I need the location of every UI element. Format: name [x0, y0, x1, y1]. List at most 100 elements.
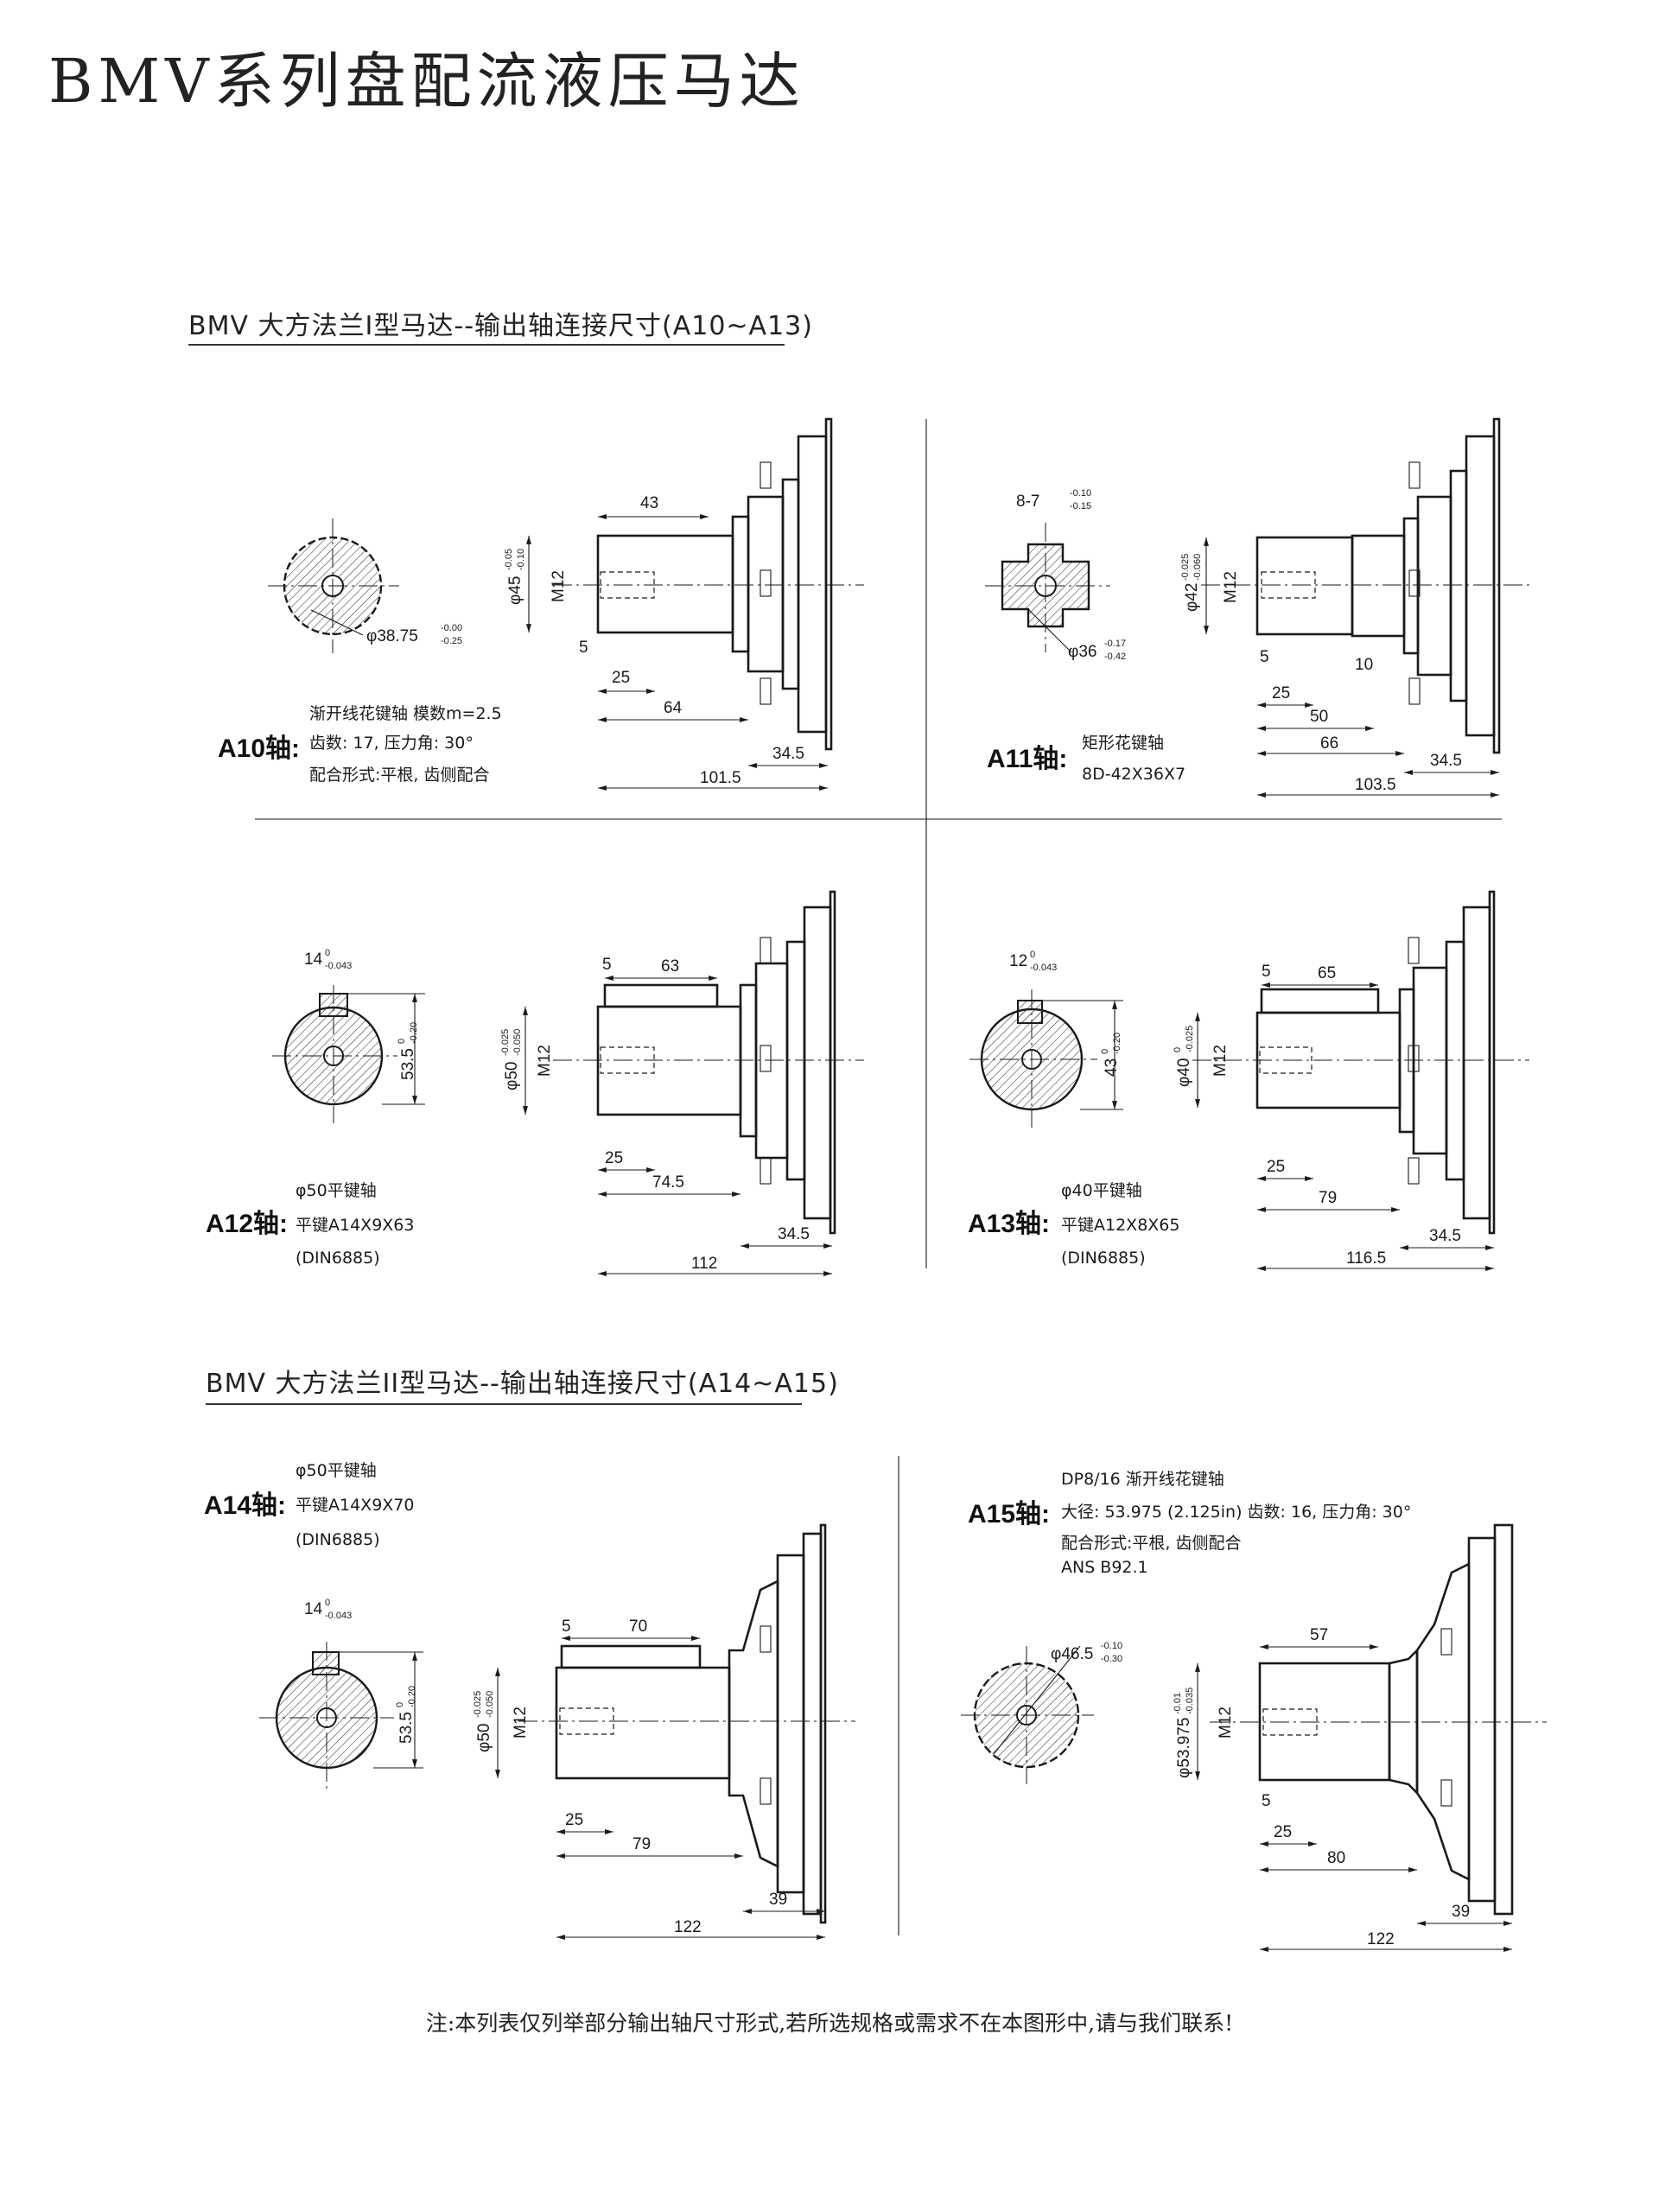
a14-dim-e: 122: [674, 1918, 702, 1936]
a15-thread: M12: [1217, 1707, 1235, 1738]
section2-title: BMV 大方法兰II型马达--输出轴连接尺寸(A14~A15): [206, 1369, 839, 1399]
a10-drawing: φ38.75 -0.00 -0.25 43 5 25 64 34.5 101.5…: [218, 417, 864, 791]
a11-dim-e: 103.5: [1355, 776, 1396, 794]
a14-spec-3: (DIN6885): [296, 1530, 380, 1549]
a13-shaft-dia-tol-lower: -0.025: [1185, 1026, 1195, 1052]
a11-key-w: 8-7: [1016, 493, 1039, 511]
a12-spec-1: φ50平键轴: [296, 1181, 377, 1200]
a11-spec-2: 8D-42X36X7: [1082, 765, 1185, 784]
a15-side-view: [1210, 1523, 1547, 1916]
a12-spec-3: (DIN6885): [296, 1249, 380, 1268]
a15-dim-b: 25: [1274, 1823, 1292, 1841]
a15-shaft-dia: φ53.975: [1175, 1718, 1193, 1778]
a13-side-view: [1192, 890, 1529, 1235]
a11-end-dia-tol-upper: -0.17: [1104, 639, 1126, 649]
a13-thread: M12: [1211, 1045, 1230, 1077]
a14-spec-2: 平键A14X9X70: [296, 1496, 414, 1515]
a15-dim-d: 39: [1452, 1903, 1470, 1921]
a11-dim-h: 66: [1320, 734, 1338, 753]
a15-shaft-dia-tol-lower: -0.035: [1185, 1688, 1195, 1714]
a10-dim-a: 5: [579, 639, 588, 657]
a12-dim-a: 5: [602, 956, 612, 974]
a15-end-dia: φ46.5: [1051, 1645, 1093, 1663]
a12-dim-c: 74.5: [652, 1173, 684, 1192]
a15-spec-1: DP8/16 渐开线花键轴: [1061, 1470, 1224, 1489]
a14-code: A14轴:: [204, 1491, 286, 1520]
a10-dim-b: 25: [612, 669, 630, 687]
a15-code: A15轴:: [968, 1500, 1050, 1529]
a15-shaft-dia-tol-upper: -0.01: [1173, 1693, 1183, 1714]
a10-end-dia-tol-lower: -0.25: [441, 636, 462, 646]
a13-dim-len: 65: [1318, 964, 1336, 982]
section2-underline: [206, 1403, 802, 1405]
a10-dim-len: 43: [640, 494, 658, 512]
a13-dim-c: 79: [1319, 1189, 1337, 1207]
a12-key-w-tol-lower: -0.043: [325, 961, 352, 971]
a15-dim-e: 122: [1367, 1930, 1395, 1948]
a15-dim-a: 5: [1262, 1792, 1271, 1810]
a11-key-w-tol-upper: -0.10: [1070, 488, 1091, 499]
a14-key-w: 14: [304, 1600, 323, 1618]
a15-spec-2: 大径: 53.975 (2.125in) 齿数: 16, 压力角: 30°: [1061, 1503, 1411, 1522]
a11-shaft-dia: φ42: [1183, 583, 1201, 612]
a13-spec-3: (DIN6885): [1061, 1249, 1146, 1268]
a14-key-w-tol-upper: 0: [325, 1598, 330, 1608]
a10-thread: M12: [550, 570, 568, 602]
a13-dim-b: 25: [1267, 1158, 1285, 1176]
a15-dim-c: 80: [1327, 1849, 1345, 1867]
a12-spec-2: 平键A14X9X63: [296, 1216, 414, 1235]
a15-spline-end-view: [961, 1645, 1094, 1784]
a14-dim-a: 5: [562, 1618, 571, 1636]
a12-key-w-tol-upper: 0: [325, 948, 330, 958]
a13-key-h: 43: [1103, 1058, 1121, 1077]
a10-code: A10轴:: [218, 734, 300, 763]
a11-drawing: 8-7 -0.10 -0.15 φ36 -0.17 -0.42 5 10 25 …: [985, 417, 1529, 798]
a12-shaft-dia: φ50: [503, 1062, 521, 1090]
section1-title: BMV 大方法兰I型马达--输出轴连接尺寸(A10~A13): [188, 311, 813, 341]
a10-dim-e: 101.5: [700, 769, 741, 787]
a14-drawing: φ50平键轴 A14轴: 平键A14X9X70 (DIN6885) 14 0 -…: [204, 1461, 855, 1940]
page-title: BMV系列盘配流液压马达: [48, 46, 805, 117]
a11-dim-b: 25: [1272, 684, 1290, 702]
a13-key-w-tol-lower: -0.043: [1030, 963, 1057, 973]
a11-side-view: [1201, 417, 1529, 754]
a13-key-w: 12: [1009, 952, 1027, 970]
a12-dim-d: 34.5: [778, 1225, 810, 1243]
a15-spec-3: 配合形式:平根, 齿侧配合: [1061, 1534, 1241, 1553]
a10-spec-3: 配合形式:平根, 齿侧配合: [309, 766, 489, 785]
a14-shaft-dia: φ50: [475, 1724, 493, 1752]
a14-spec-1: φ50平键轴: [296, 1461, 377, 1480]
a12-thread: M12: [536, 1045, 554, 1077]
a12-dim-len: 63: [661, 957, 679, 976]
a13-shaft-dia: φ40: [1175, 1058, 1193, 1087]
a14-key-end-view: [259, 1642, 423, 1789]
a11-code: A11轴:: [987, 745, 1067, 773]
a14-key-h-tol-lower: -0.20: [407, 1686, 417, 1707]
a13-drawing: 12 0 -0.043 43 0 -0.20 5 65 25 79: [968, 890, 1529, 1271]
a15-spec-4: ANS B92.1: [1061, 1558, 1148, 1577]
a13-code: A13轴:: [968, 1210, 1050, 1238]
a14-thread: M12: [512, 1707, 530, 1738]
a11-shaft-dia-tol-lower: -0.060: [1192, 554, 1203, 581]
section1-underline: [188, 344, 785, 346]
a15-drawing: DP8/16 渐开线花键轴 A15轴: 大径: 53.975 (2.125in)…: [961, 1470, 1547, 1952]
a10-end-dia-label: φ38.75: [366, 627, 418, 645]
a14-side-view: [518, 1523, 855, 1924]
a11-spec-1: 矩形花键轴: [1082, 734, 1164, 753]
a11-dim-g: 50: [1310, 708, 1328, 726]
a12-key-end-view: [272, 985, 425, 1123]
a14-dim-len: 70: [629, 1618, 647, 1636]
a13-spec-1: φ40平键轴: [1061, 1181, 1142, 1200]
a10-shaft-dia: φ45: [506, 576, 524, 605]
footnote: 注:本列表仅列举部分输出轴尺寸形式,若所选规格或需求不在本图形中,请与我们联系!: [425, 2011, 1234, 2036]
a10-shaft-dia-tol-lower: -0.10: [516, 549, 526, 570]
a14-dim-b: 25: [565, 1811, 583, 1829]
a13-key-end-view: [969, 989, 1123, 1128]
a11-thread: M12: [1222, 571, 1240, 603]
a12-code: A12轴:: [206, 1210, 288, 1238]
a10-spline-end-view: [268, 518, 399, 653]
a11-key-w-tol-lower: -0.15: [1070, 501, 1091, 512]
a12-drawing: 14 0 -0.043 53.5 0 -0.20 5 63 25 74.5: [206, 890, 864, 1276]
a12-key-w: 14: [304, 950, 323, 969]
